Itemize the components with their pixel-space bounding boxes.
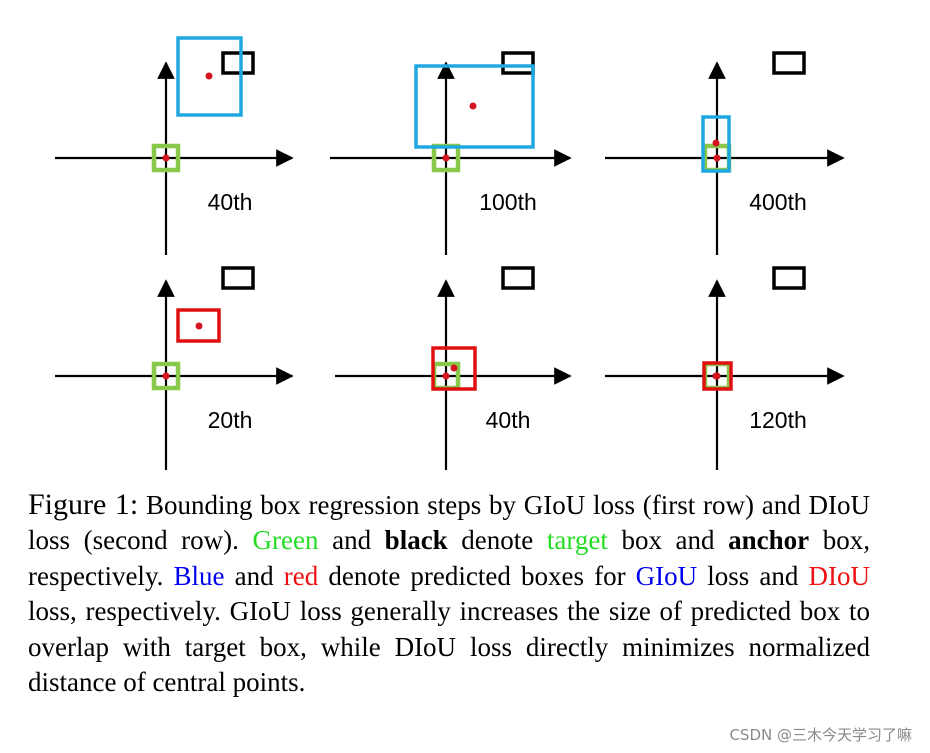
caption-text: denote predicted boxes for — [318, 560, 636, 591]
target-center-dot — [442, 154, 450, 162]
step-label: 20th — [208, 407, 253, 433]
predicted-box — [431, 346, 477, 391]
predicted-box — [176, 308, 221, 343]
target-center-dot — [713, 154, 721, 162]
caption-text: box, respectively. — [28, 525, 871, 591]
panel-diou-2: 40th — [335, 266, 572, 470]
target-box — [151, 143, 181, 173]
anchor-box — [221, 51, 255, 75]
predicted-center-dot — [205, 72, 213, 80]
csdn-watermark: CSDN @三木今天学习了嘛 — [729, 726, 912, 744]
step-label: 400th — [749, 189, 807, 215]
step-label: 40th — [208, 189, 253, 215]
panel-giou-1: 40th — [55, 36, 294, 255]
caption-text: denote — [447, 525, 547, 556]
anchor-box — [501, 51, 535, 75]
step-label: 100th — [479, 189, 537, 215]
step-label: 40th — [486, 407, 531, 433]
predicted-center-dot — [195, 322, 203, 330]
panel-giou-3: 400th — [605, 51, 845, 255]
predicted-box — [176, 36, 243, 117]
anchor-box — [221, 266, 255, 290]
caption-red-word: red — [283, 560, 319, 591]
caption-black-word: black — [384, 525, 448, 556]
caption-diou-word: DIoU — [808, 560, 871, 591]
target-center-dot — [162, 154, 170, 162]
predicted-box — [414, 64, 535, 149]
predicted-box — [701, 115, 731, 173]
anchor-box — [501, 266, 535, 290]
caption-text: Bounding box regression steps by GIoU lo… — [28, 490, 870, 556]
predicted-center-dot — [469, 102, 477, 110]
caption-green-word: Green — [252, 525, 319, 556]
caption-text: and — [318, 525, 385, 556]
predicted-box — [702, 361, 733, 391]
caption-blue-word: Blue — [173, 560, 225, 591]
step-label: 120th — [749, 407, 807, 433]
caption-text: loss and — [697, 560, 809, 591]
predicted-center-dot — [712, 372, 720, 380]
figure-caption: Figure 1: Bounding box regression steps … — [28, 487, 870, 700]
panel-diou-3: 120th — [605, 266, 845, 470]
regression-figure: 40th 100th 400th 20th 40th 120th — [55, 36, 845, 470]
anchor-box — [772, 51, 806, 75]
target-center-dot — [442, 372, 450, 380]
caption-text: box and — [607, 525, 729, 556]
panel-giou-2: 100th — [330, 51, 572, 255]
caption-giou-word: GIoU — [635, 560, 698, 591]
caption-text: loss, respectively. GIoU loss generally … — [28, 596, 870, 698]
figure-number: Figure 1: — [28, 488, 139, 521]
predicted-center-dot — [450, 364, 458, 372]
caption-text: and — [224, 560, 284, 591]
predicted-center-dot — [712, 139, 720, 147]
panel-diou-1: 20th — [55, 266, 294, 470]
caption-anchor-word: anchor — [728, 525, 810, 556]
target-box — [151, 361, 181, 391]
caption-target-word: target — [546, 525, 608, 556]
target-center-dot — [162, 372, 170, 380]
anchor-box — [772, 266, 806, 290]
